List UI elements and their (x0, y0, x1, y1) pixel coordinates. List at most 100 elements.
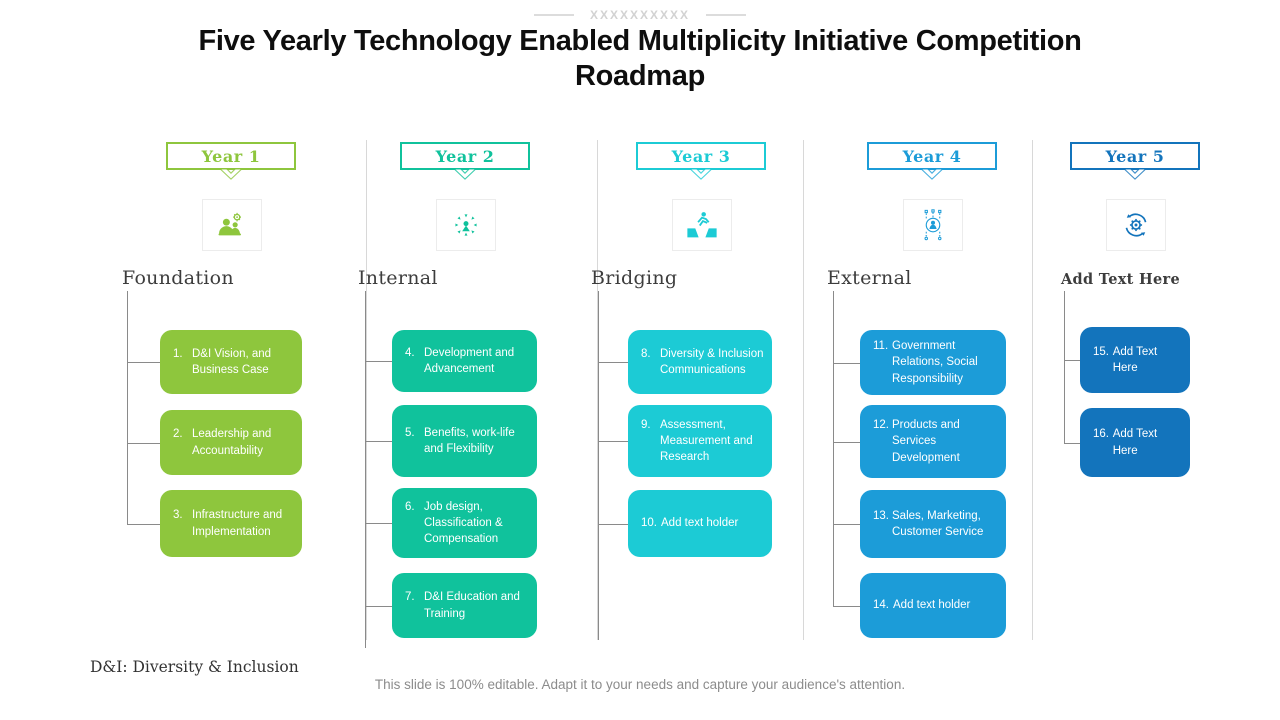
item-text: Products and Services Development (892, 419, 960, 464)
converging-arrows-icon (455, 214, 477, 236)
column-heading: Foundation (122, 267, 234, 289)
item-number: 12. (873, 419, 889, 432)
connector-stub (365, 606, 392, 607)
editable-caption: This slide is 100% editable. Adapt it to… (374, 677, 906, 692)
bridge-gap-icon (687, 212, 717, 238)
item-text: Development and Advancement (424, 346, 515, 375)
abbreviation-note: D&I: Diversity & Inclusion (90, 658, 299, 676)
connector-stub (365, 361, 392, 362)
roadmap-item[interactable]: 16.Add Text Here (1080, 408, 1190, 477)
year-label[interactable]: Year 5 (1070, 142, 1200, 170)
decorative-line (706, 14, 747, 16)
gear-sync-icon (1125, 213, 1147, 237)
column-heading: External (827, 267, 912, 289)
roadmap-item[interactable]: 14.Add text holder (860, 573, 1006, 638)
roadmap-item[interactable]: 3.Infrastructure and Implementation (160, 490, 302, 557)
item-text: Benefits, work-life and Flexibility (424, 426, 515, 455)
roadmap-item[interactable]: 12.Products and Services Development (860, 405, 1006, 478)
placeholder-text: XXXXXXXXXX (589, 8, 691, 22)
connector-stub (365, 523, 392, 524)
item-text: Leadership and Accountability (192, 428, 272, 457)
item-number: 8. (641, 347, 651, 360)
roadmap-item[interactable]: 13.Sales, Marketing, Customer Service (860, 490, 1006, 558)
item-number: 11. (873, 340, 889, 353)
item-number: 1. (173, 347, 183, 360)
item-number: 5. (405, 426, 415, 439)
roadmap-item[interactable]: 8. Diversity & Inclusion Communications (628, 330, 772, 394)
roadmap-item[interactable]: 9.Assessment, Measurement and Research (628, 405, 772, 477)
item-text: Job design, Classification & Compensatio… (424, 500, 503, 546)
top-placeholder: XXXXXXXXXX (0, 8, 1280, 22)
connector-stub (365, 441, 392, 442)
roadmap-item[interactable]: 2. Leadership and Accountability (160, 410, 302, 475)
connector-line (365, 291, 366, 648)
item-text: D&I Vision, and Business Case (192, 347, 272, 376)
column-divider (366, 140, 367, 640)
roadmap-item[interactable]: 10.Add text holder (628, 490, 772, 557)
connector-stub (127, 443, 160, 444)
connector-stub (598, 362, 628, 363)
down-arrow-icon (1123, 168, 1147, 180)
connector-stub (833, 363, 860, 364)
network-flow-icon (924, 209, 942, 241)
connector-stub (1064, 360, 1080, 361)
item-number: 2. (173, 428, 183, 441)
item-number: 4. (405, 346, 415, 359)
column-icon-tile (436, 199, 496, 251)
year-label[interactable]: Year 1 (166, 142, 296, 170)
item-text: Government Relations, Social Responsibil… (892, 340, 978, 385)
connector-stub (598, 524, 628, 525)
year-label[interactable]: Year 3 (636, 142, 766, 170)
team-gear-icon (218, 212, 241, 236)
roadmap-item[interactable]: 5. Benefits, work-life and Flexibility (392, 405, 537, 477)
connector-line (127, 291, 128, 524)
roadmap-item[interactable]: 1. D&I Vision, and Business Case (160, 330, 302, 394)
connector-line (598, 291, 599, 640)
item-text: Assessment, Measurement and Research (660, 418, 753, 464)
item-number: 6. (405, 500, 415, 513)
roadmap-item[interactable]: 7. D&I Education and Training (392, 573, 537, 638)
item-text: Add text holder (661, 517, 739, 530)
connector-stub (833, 524, 860, 525)
item-text: Add Text Here (1112, 345, 1158, 374)
item-text: Infrastructure and Implementation (192, 509, 283, 538)
item-number: 13. (873, 509, 889, 522)
year-label[interactable]: Year 2 (400, 142, 530, 170)
roadmap-item[interactable]: 6. Job design, Classification & Compensat… (392, 488, 537, 558)
item-text: Diversity & Inclusion Communications (660, 347, 764, 376)
column-divider (597, 140, 598, 640)
roadmap-item[interactable]: 4. Development and Advancement (392, 330, 537, 392)
column-icon-tile (1106, 199, 1166, 251)
connector-stub (833, 442, 860, 443)
item-number: 14. (873, 599, 889, 612)
roadmap-item[interactable]: 11.Government Relations, Social Responsi… (860, 330, 1006, 395)
column-icon-tile (903, 199, 963, 251)
column-icon-tile (672, 199, 732, 251)
column-icon-tile (202, 199, 262, 251)
column-divider (803, 140, 804, 640)
item-text: Add Text Here (1112, 428, 1158, 457)
connector-line (1064, 291, 1065, 443)
decorative-line (533, 14, 574, 16)
connector-stub (127, 362, 160, 363)
connector-stub (127, 524, 160, 525)
column-heading: Bridging (591, 267, 678, 289)
down-arrow-icon (453, 168, 477, 180)
item-number: 15. (1093, 345, 1109, 358)
connector-stub (1064, 443, 1080, 444)
connector-stub (833, 606, 860, 607)
connector-stub (598, 441, 628, 442)
year-label[interactable]: Year 4 (867, 142, 997, 170)
down-arrow-icon (219, 168, 243, 180)
roadmap-item[interactable]: 15.Add Text Here (1080, 327, 1190, 393)
item-number: 16. (1093, 428, 1109, 441)
item-text: D&I Education and Training (424, 591, 520, 620)
item-number: 7. (405, 591, 415, 604)
item-text: Sales, Marketing, Customer Service (892, 509, 984, 538)
